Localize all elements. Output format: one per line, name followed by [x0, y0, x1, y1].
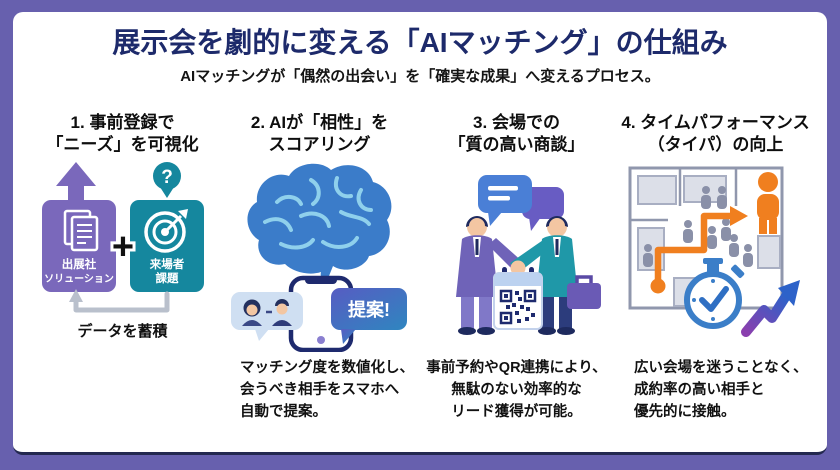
- matched-pair-bubble-icon: [230, 292, 303, 341]
- plus-icon: +: [111, 226, 133, 268]
- step-4-illustration: [618, 160, 813, 356]
- qr-code-icon: [499, 289, 536, 325]
- steps-row: 1. 事前登録で 「ニーズ」を可視化: [13, 86, 827, 423]
- step-2-title: 2. AIが「相性」を スコアリング: [250, 113, 389, 155]
- attendees-icons: [643, 186, 753, 267]
- registration-diagram-icon: 出展社 ソリューション ?: [41, 162, 204, 313]
- up-arrow-icon: [55, 162, 96, 204]
- step-3-description: 事前予約やQR連携により、 無駄のない効率的な リード獲得が可能。: [426, 360, 607, 420]
- venue-map-icon: [628, 166, 800, 337]
- target-icon: [143, 209, 188, 253]
- step-1-column: 1. 事前登録で 「ニーズ」を可視化: [27, 112, 218, 423]
- step-1-caption: データを蓄積: [77, 323, 168, 340]
- step-4-column: 4. タイムパフォーマンス （タイパ）の向上: [618, 112, 813, 423]
- businessman-left-icon: [455, 216, 524, 335]
- step-2-description: マッチング度を数値化し、 会うべき相手をスマホへ 自動で提案。: [240, 360, 414, 420]
- stopwatch-icon: [684, 258, 745, 329]
- data-loop-arrow-icon: [68, 289, 169, 313]
- brain-icon: [246, 163, 391, 280]
- visitor-label-line1: 来場者: [148, 257, 184, 271]
- content-card: 展示会を劇的に変える「AIマッチング」の仕組み AIマッチングが「偶然の出会い」…: [13, 12, 827, 455]
- target-person-icon: [757, 172, 779, 234]
- visitor-label-line2: 課題: [155, 271, 178, 285]
- proposal-bubble-label: 提案!: [348, 299, 390, 320]
- chat-bubbles-icon: [477, 175, 564, 231]
- step-2-column: 2. AIが「相性」を スコアリング: [224, 112, 415, 423]
- step-3-illustration: [421, 160, 612, 356]
- step-2-illustration: 提案!: [224, 160, 415, 356]
- page-subtitle: AIマッチングが「偶然の出会い」を「確実な成果」へ変えるプロセス。: [180, 68, 660, 85]
- proposal-bubble-icon: 提案!: [330, 288, 407, 344]
- route-arrow-icon: [650, 206, 748, 294]
- business-meeting-icon: [455, 175, 601, 335]
- step-1-title: 1. 事前登録で 「ニーズ」を可視化: [46, 113, 199, 155]
- ai-scoring-icon: 提案!: [230, 163, 407, 352]
- briefcase-icon: [566, 275, 601, 309]
- exhibitor-label-line2: ソリューション: [44, 273, 114, 285]
- handshake-icon: [510, 260, 525, 276]
- question-mark: ?: [161, 167, 173, 188]
- step-4-title: 4. タイムパフォーマンス （タイパ）の向上: [621, 113, 810, 155]
- document-icon: [63, 209, 98, 252]
- step-3-title: 3. 会場での 「質の高い商談」: [448, 113, 585, 155]
- page-title: 展示会を劇的に変える「AIマッチング」の仕組み: [112, 27, 728, 58]
- step-4-description: 広い会場を迷うことなく、 成約率の高い相手と 優先的に接触。: [634, 360, 808, 420]
- qr-calendar-icon: [492, 267, 543, 330]
- growth-arrow-icon: [741, 280, 800, 337]
- step-3-column: 3. 会場での 「質の高い商談」: [421, 112, 612, 423]
- question-bubble-icon: ?: [152, 162, 181, 198]
- exhibitor-label-line1: 出展社: [61, 257, 96, 271]
- step-1-illustration: 出展社 ソリューション ?: [27, 160, 218, 356]
